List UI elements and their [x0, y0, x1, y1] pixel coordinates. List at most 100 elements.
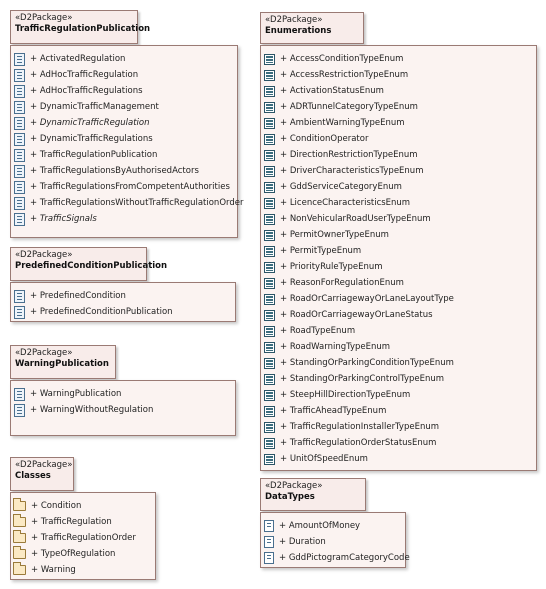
- package-item[interactable]: + AmountOfMoney: [261, 518, 405, 534]
- package-item-label: + Condition: [31, 501, 82, 511]
- package-item[interactable]: + WarningPublication: [11, 386, 235, 402]
- package-items: + AccessConditionTypeEnum+ AccessRestric…: [261, 51, 536, 467]
- package-item-label: + NonVehicularRoadUserTypeEnum: [280, 214, 431, 224]
- package-item[interactable]: + RoadOrCarriagewayOrLaneLayoutType: [261, 291, 536, 307]
- package-item[interactable]: + StandingOrParkingConditionTypeEnum: [261, 355, 536, 371]
- package-item[interactable]: + LicenceCharacteristicsEnum: [261, 195, 536, 211]
- diagram-icon: [14, 164, 25, 178]
- package-item[interactable]: + SteepHillDirectionTypeEnum: [261, 387, 536, 403]
- enumeration-icon: [264, 69, 275, 81]
- package-item-label: + AmountOfMoney: [279, 521, 361, 531]
- package-item-label: + DynamicTrafficManagement: [30, 102, 159, 112]
- package-item[interactable]: + DirectionRestrictionTypeEnum: [261, 147, 536, 163]
- enumeration-icon: [264, 373, 275, 385]
- package-item[interactable]: + PermitOwnerTypeEnum: [261, 227, 536, 243]
- diagram-icon: [14, 180, 25, 194]
- package-item-label: + DirectionRestrictionTypeEnum: [280, 150, 418, 160]
- folder-icon: [13, 530, 26, 543]
- package-item[interactable]: + PredefinedConditionPublication: [11, 304, 235, 320]
- package-item-label: + PriorityRuleTypeEnum: [280, 262, 383, 272]
- package-item[interactable]: + RoadTypeEnum: [261, 323, 536, 339]
- package-item[interactable]: + PriorityRuleTypeEnum: [261, 259, 536, 275]
- package-items: + ActivatedRegulation + AdHocTrafficRegul…: [11, 51, 243, 227]
- package-item[interactable]: + ActivatedRegulation: [11, 51, 237, 67]
- package-name: Classes: [15, 471, 51, 481]
- package-item[interactable]: + AccessConditionTypeEnum: [261, 51, 536, 67]
- package-item[interactable]: + PermitTypeEnum: [261, 243, 536, 259]
- package-item[interactable]: + ADRTunnelCategoryTypeEnum: [261, 99, 536, 115]
- package-item[interactable]: + TrafficRegulationPublication: [11, 147, 237, 163]
- package-item[interactable]: + TrafficRegulationInstallerTypeEnum: [261, 419, 536, 435]
- package-stereotype: «D2Package»: [15, 460, 73, 470]
- package-item[interactable]: + GddServiceCategoryEnum: [261, 179, 536, 195]
- package-item[interactable]: + ConditionOperator: [261, 131, 536, 147]
- package-item-label: + DynamicTrafficRegulations: [30, 134, 153, 144]
- enumeration-icon: [264, 213, 275, 225]
- diagram-icon: [14, 52, 25, 66]
- enumeration-icon: [264, 309, 275, 321]
- package-item-label: + TrafficSignals: [30, 214, 97, 224]
- package-stereotype: «D2Package»: [265, 15, 323, 25]
- package-tab: «D2Package» Classes: [10, 457, 74, 491]
- package-item[interactable]: + NonVehicularRoadUserTypeEnum: [261, 211, 536, 227]
- package-item-label: + TrafficRegulationsWithoutTrafficRegula…: [30, 198, 244, 208]
- package-item-label: + ActivatedRegulation: [30, 54, 126, 64]
- datatype-icon: [264, 552, 274, 564]
- package-item-label: + PredefinedConditionPublication: [30, 307, 173, 317]
- package-item[interactable]: + TrafficRegulationsByAuthorisedActors: [11, 163, 237, 179]
- package-item[interactable]: + TrafficRegulationOrder: [11, 530, 155, 546]
- package-items: + PredefinedCondition + PredefinedConditi…: [11, 288, 235, 320]
- package-name: WarningPublication: [15, 359, 109, 369]
- package-item[interactable]: + Duration: [261, 534, 405, 550]
- package-item[interactable]: + TrafficAheadTypeEnum: [261, 403, 536, 419]
- enumeration-icon: [264, 149, 275, 161]
- package-item[interactable]: + TypeOfRegulation: [11, 546, 155, 562]
- package-item[interactable]: + DynamicTrafficRegulations: [11, 131, 237, 147]
- package-items: + AmountOfMoney + Duration+ GddPictogramC…: [261, 518, 410, 566]
- package-item[interactable]: + AmbientWarningTypeEnum: [261, 115, 536, 131]
- datatype-icon: [264, 520, 274, 532]
- package-item[interactable]: + TrafficRegulationsFromCompetentAuthori…: [11, 179, 237, 195]
- package-item[interactable]: + GddPictogramCategoryCode: [261, 550, 410, 566]
- package-items: + WarningPublication+ WarningWithoutRegu…: [11, 386, 235, 418]
- package-item-label: + TrafficRegulationsByAuthorisedActors: [30, 166, 199, 176]
- package-stereotype: «D2Package»: [15, 348, 73, 358]
- package-item[interactable]: + TrafficRegulationsWithoutTrafficRegula…: [11, 195, 243, 211]
- enumeration-icon: [264, 85, 275, 97]
- package-item[interactable]: + AccessRestrictionTypeEnum: [261, 67, 536, 83]
- diagram-icon: [14, 68, 25, 82]
- package-item[interactable]: + StandingOrParkingControlTypeEnum: [261, 371, 536, 387]
- enumeration-icon: [264, 421, 275, 433]
- enumeration-icon: [264, 101, 275, 113]
- package-item[interactable]: + RoadWarningTypeEnum: [261, 339, 536, 355]
- package-item[interactable]: + DriverCharacteristicsTypeEnum: [261, 163, 536, 179]
- package-item[interactable]: + Warning: [11, 562, 155, 578]
- package-item-label: + SteepHillDirectionTypeEnum: [280, 390, 411, 400]
- package-name: PredefinedConditionPublication: [15, 261, 168, 271]
- package-item[interactable]: + Condition: [11, 498, 155, 514]
- diagram-icon: [14, 84, 25, 98]
- package-item[interactable]: + WarningWithoutRegulation: [11, 402, 235, 418]
- package-item-label: + ActivationStatusEnum: [280, 86, 384, 96]
- package-item[interactable]: + RoadOrCarriagewayOrLaneStatus: [261, 307, 536, 323]
- package-body: + Condition + TrafficRegulation+ TrafficR…: [10, 492, 156, 580]
- package-item[interactable]: + ActivationStatusEnum: [261, 83, 536, 99]
- enumeration-icon: [264, 453, 275, 465]
- enumeration-icon: [264, 229, 275, 241]
- package-item[interactable]: + PredefinedCondition: [11, 288, 235, 304]
- package-item[interactable]: + TrafficRegulationOrderStatusEnum: [261, 435, 536, 451]
- package-name: Enumerations: [265, 26, 332, 36]
- package-item[interactable]: + AdHocTrafficRegulation: [11, 67, 237, 83]
- enumeration-icon: [264, 437, 275, 449]
- package-item[interactable]: + DynamicTrafficRegulation: [11, 115, 237, 131]
- package-item[interactable]: + TrafficRegulation: [11, 514, 155, 530]
- package-tab: «D2Package» Enumerations: [260, 12, 364, 44]
- package-item[interactable]: + DynamicTrafficManagement: [11, 99, 237, 115]
- package-item[interactable]: + TrafficSignals: [11, 211, 237, 227]
- enumeration-icon: [264, 341, 275, 353]
- package-item-label: + RoadWarningTypeEnum: [280, 342, 391, 352]
- package-item[interactable]: + UnitOfSpeedEnum: [261, 451, 536, 467]
- package-item[interactable]: + AdHocTrafficRegulations: [11, 83, 237, 99]
- package-item[interactable]: + ReasonForRegulationEnum: [261, 275, 536, 291]
- package-body: + PredefinedCondition + PredefinedConditi…: [10, 282, 236, 322]
